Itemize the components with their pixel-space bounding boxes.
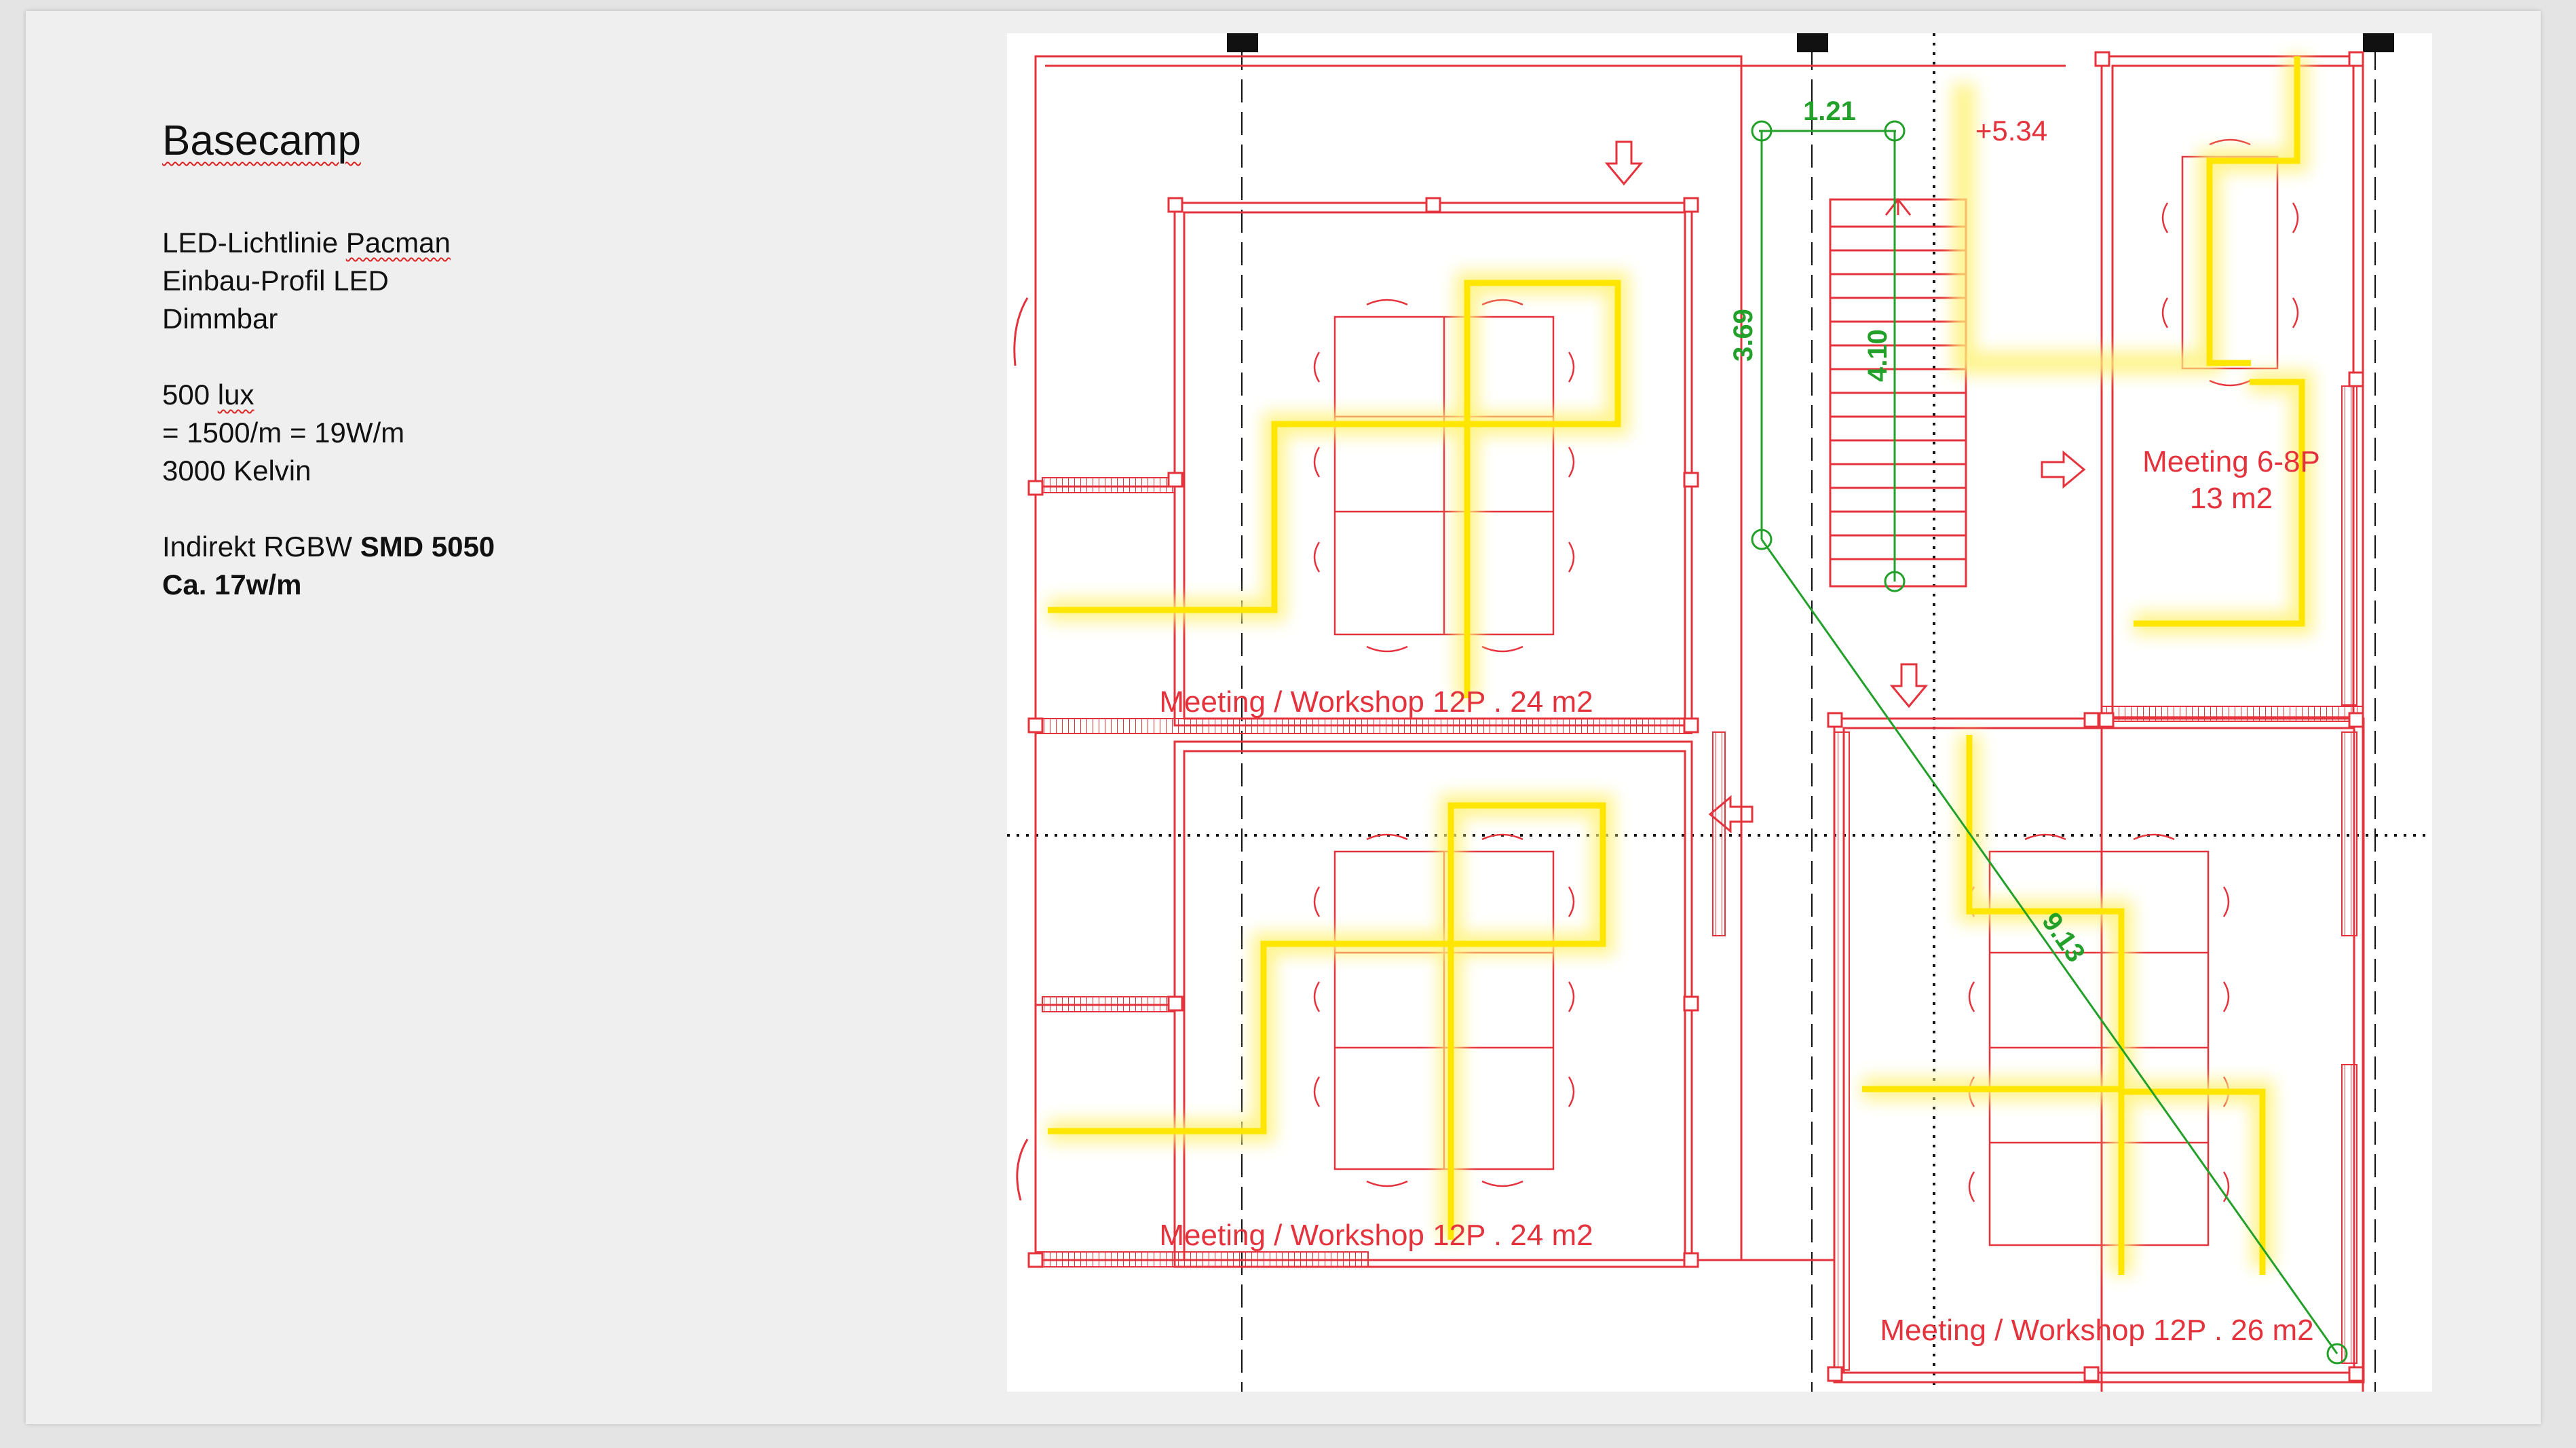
note-line-profile: Einbau-Profil LED [162, 265, 389, 297]
page-title: Basecamp [162, 117, 361, 164]
dim-width: 1.21 [1803, 96, 1856, 126]
led-line-room-1 [1048, 280, 1621, 698]
column-markers [1027, 51, 2364, 1382]
note-indirect-bold: SMD 5050 [360, 531, 495, 563]
led-line-room-4b [2134, 379, 2305, 627]
room-label-2: Meeting / Workshop 12P . 24 m2 [1159, 1219, 1593, 1252]
room-label-4-line2: 13 m2 [2190, 482, 2273, 515]
led-line-room-2 [1048, 802, 1606, 1240]
level-label: +5.34 [1975, 115, 2047, 147]
notes-panel: Basecamp LED-Lichtlinie Pacman Einbau-Pr… [162, 113, 909, 604]
note-indirect-prefix: Indirekt RGBW [162, 531, 360, 563]
dim-height-left: 3.69 [1728, 309, 1758, 362]
note-pacman: Pacman [345, 227, 451, 259]
floor-plan-drawing: 1.21 3.69 4.10 9.13 +5.34 Meeting / Work… [1007, 33, 2432, 1392]
room-label-4-line1: Meeting 6-8P [2142, 445, 2320, 478]
note-lux: lux [217, 379, 254, 411]
led-light-lines [1048, 56, 2313, 1275]
hatched-walls [1035, 385, 2364, 1371]
floor-plan: 1.21 3.69 4.10 9.13 +5.34 Meeting / Work… [1007, 33, 2432, 1392]
led-line-room-3b [1862, 1086, 2125, 1275]
led-line-room-4 [2206, 56, 2300, 366]
note-line-product: LED-Lichtlinie Pacman [162, 227, 451, 259]
note-line-wattage: Ca. 17w/m [162, 569, 302, 601]
dimension-lines [1751, 120, 2348, 1365]
entry-arrows [1604, 140, 2086, 834]
note-line-kelvin: 3000 Kelvin [162, 455, 311, 487]
note-line-dimmable: Dimmbar [162, 303, 278, 335]
plan-labels: 1.21 3.69 4.10 9.13 +5.34 Meeting / Work… [1159, 96, 2319, 1347]
note-line-indirect: Indirekt RGBW SMD 5050 [162, 528, 909, 566]
room-label-1: Meeting / Workshop 12P . 24 m2 [1159, 685, 1593, 719]
note-line-lux: 500 lux [162, 379, 254, 411]
room-label-3: Meeting / Workshop 12P . 26 m2 [1880, 1314, 2313, 1347]
dim-height-stair: 4.10 [1863, 329, 1893, 382]
slide: Basecamp LED-Lichtlinie Pacman Einbau-Pr… [26, 11, 2541, 1424]
axis-markers [1227, 33, 2394, 52]
door-swings [1013, 297, 1029, 1201]
staircase [1829, 197, 1967, 588]
led-line-room-3 [1966, 735, 2266, 1275]
note-line-lumen: = 1500/m = 19W/m [162, 417, 405, 449]
